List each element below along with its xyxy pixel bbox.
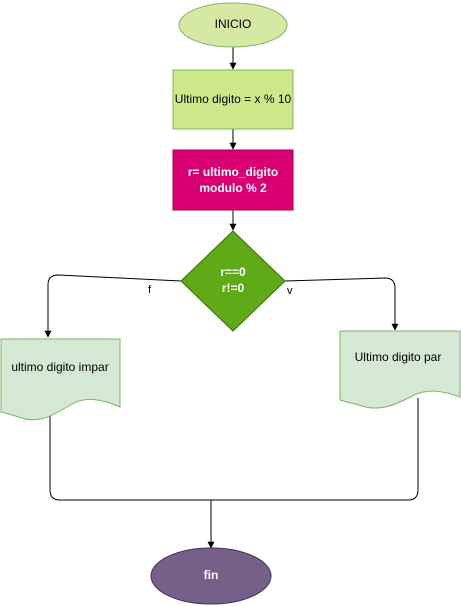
decision-shape: [180, 230, 286, 332]
end-node[interactable]: fin: [150, 547, 272, 605]
assign-label: Ultimo digito = x % 10: [175, 92, 292, 106]
even-document-node[interactable]: Ultimo digito par: [339, 330, 461, 409]
start-node[interactable]: INICIO: [178, 2, 288, 48]
odd-document-label: ultimo digito impar: [11, 360, 108, 374]
even-document-label: Ultimo digito par: [355, 350, 442, 364]
end-shape: [150, 547, 272, 605]
edge-odd-to-merge: [49, 398, 419, 501]
assign-shape: [172, 69, 294, 130]
edge-label-false: f: [148, 284, 152, 296]
modulo-node[interactable]: r= ultimo_digito modulo % 2: [172, 149, 294, 211]
modulo-shape: [172, 149, 294, 211]
odd-document-shape: [0, 338, 121, 421]
edge-decision-to-odd: [44, 274, 182, 338]
start-label: INICIO: [215, 17, 252, 31]
start-shape: [178, 2, 288, 48]
decision-label-line2: r!=0: [222, 281, 245, 295]
decision-node[interactable]: r==0 r!=0: [180, 230, 286, 332]
assign-node[interactable]: Ultimo digito = x % 10: [172, 69, 294, 130]
edge-decision-to-even: [284, 277, 399, 331]
even-document-shape: [339, 330, 461, 409]
edge-label-true: v: [287, 285, 293, 297]
modulo-label-line1: r= ultimo_digito: [188, 165, 278, 179]
odd-document-node[interactable]: ultimo digito impar: [0, 338, 121, 421]
decision-label-line1: r==0: [220, 265, 246, 279]
modulo-label-line2: modulo % 2: [199, 181, 267, 195]
end-label: fin: [204, 568, 219, 582]
